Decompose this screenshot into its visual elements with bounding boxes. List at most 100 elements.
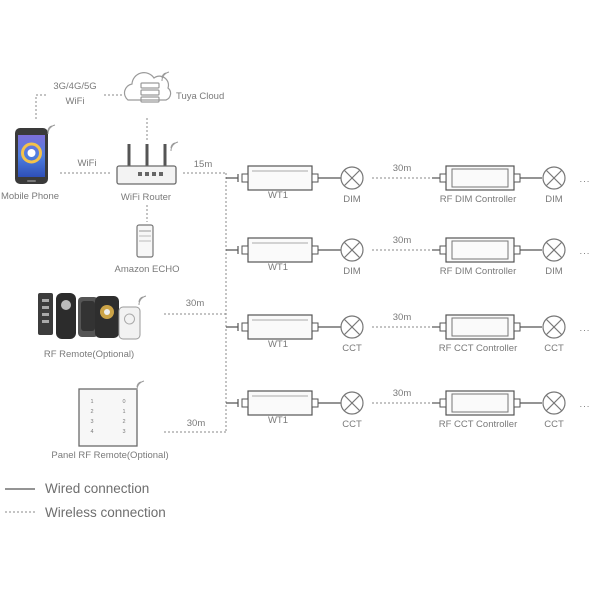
rf-controller-module-body (445, 165, 515, 191)
wt1-module (241, 314, 319, 340)
wt1-module-left-cap (241, 173, 249, 183)
phone-signal-icon (47, 124, 56, 135)
panel-remote-signal-icon (136, 380, 145, 391)
panel-key: 4 (90, 429, 93, 435)
rf-controller-module-inner (451, 393, 509, 413)
lamp-icon-cross-b (546, 242, 562, 258)
rf-controller-module (439, 237, 521, 263)
lamp-icon (340, 391, 364, 415)
amazon-echo-label: Amazon ECHO (115, 264, 180, 275)
rf-controller-module-right-cap (513, 398, 521, 408)
rf-controller-module (439, 390, 521, 416)
panel-key: 1 (122, 409, 125, 415)
rf-remote-signal-icon (138, 295, 147, 306)
rf-controller-label: RF CCT Controller (439, 343, 517, 354)
panel-key: 1 (90, 399, 93, 405)
panel-key: 2 (90, 409, 93, 415)
rf-distance-label: 30m (393, 388, 412, 399)
lamp-icon-cross-b (546, 170, 562, 186)
more-devices-ellipsis: ... (580, 399, 591, 410)
rf-controller-module-left-cap (439, 173, 447, 183)
wt1-module (241, 165, 319, 191)
rf-controller-module-body (445, 390, 515, 416)
lamp-icon (340, 238, 364, 262)
legend-wired-label: Wired connection (45, 481, 149, 496)
lamp-label: CCT (342, 343, 362, 354)
mobile-phone-icon (15, 128, 48, 184)
rf-remote-distance-label: 30m (186, 298, 205, 309)
rf-controller-module-right-cap (513, 322, 521, 332)
amazon-echo-icon (136, 224, 154, 258)
legend-wireless-label: Wireless connection (45, 505, 166, 520)
cloud-signal-icon (161, 71, 170, 82)
wt1-module-right-cap (311, 398, 319, 408)
lamp-icon-cross-b (344, 242, 360, 258)
rf-controller-label: RF DIM Controller (440, 194, 517, 205)
mobile-phone-label: Mobile Phone (1, 191, 59, 202)
rf-distance-label: 30m (393, 163, 412, 174)
rf-controller-label: RF CCT Controller (439, 419, 517, 430)
rf-controller-module-body (445, 237, 515, 263)
router-signal-icon (170, 141, 179, 152)
wt1-module-left-cap (241, 322, 249, 332)
lamp-label: CCT (544, 343, 564, 354)
rf-controller-module-left-cap (439, 322, 447, 332)
bus-feed-wire (226, 323, 239, 331)
rf-controller-module-left-cap (439, 245, 447, 255)
panel-key: 3 (90, 419, 93, 425)
rf-distance-label: 30m (393, 312, 412, 323)
wt1-module-left-cap (241, 245, 249, 255)
rf-controller-module-right-cap (513, 173, 521, 183)
wt1-module-body (247, 390, 313, 416)
lamp-icon-cross-b (344, 170, 360, 186)
wt1-module-body (247, 314, 313, 340)
cloud-icon (123, 72, 172, 103)
bus-feed-wire (226, 174, 239, 182)
lamp-icon (542, 391, 566, 415)
lamp-label: CCT (544, 419, 564, 430)
wt1-module-label: WT1 (268, 190, 288, 201)
bus-feed-wire (226, 246, 239, 254)
wt1-module-right-cap (311, 322, 319, 332)
more-devices-ellipsis: ... (580, 323, 591, 334)
lamp-icon-cross-b (546, 395, 562, 411)
more-devices-ellipsis: ... (580, 174, 591, 185)
lamp-icon (340, 166, 364, 190)
wifi-router-icon (116, 144, 177, 185)
panel-remote-label: Panel RF Remote(Optional) (51, 450, 168, 461)
lamp-icon (542, 238, 566, 262)
lamp-label: DIM (343, 194, 361, 205)
wt1-module-right-cap (311, 245, 319, 255)
wt1-module-left-cap (241, 398, 249, 408)
panel-key: 3 (122, 429, 125, 435)
phone-cloud-link (35, 94, 124, 119)
lamp-label: DIM (545, 266, 563, 277)
rf-controller-module-left-cap (439, 398, 447, 408)
rf-remote-icon (38, 293, 141, 340)
rf-controller-module-inner (451, 317, 509, 337)
panel-key: 0 (122, 399, 125, 405)
lamp-label: DIM (343, 266, 361, 277)
lamp-icon-cross-b (344, 395, 360, 411)
rf-remote-label: RF Remote(Optional) (44, 349, 134, 360)
wifi-router-label: WiFi Router (121, 192, 171, 203)
legend: Wired connection Wireless connection (5, 481, 166, 520)
rf-controller-module-inner (451, 240, 509, 260)
rf-distance-label: 30m (393, 235, 412, 246)
lamp-label: CCT (342, 419, 362, 430)
wt1-module-label: WT1 (268, 262, 288, 273)
rf-controller-module-body (445, 314, 515, 340)
rf-controller-label: RF DIM Controller (440, 266, 517, 277)
cloud-label: Tuya Cloud (176, 91, 224, 102)
router-distance-label: 15m (194, 159, 213, 170)
lamp-icon-cross-b (546, 319, 562, 335)
lamp-icon (340, 315, 364, 339)
network-wifi-label: WiFi (66, 96, 85, 107)
wt1-module-right-cap (311, 173, 319, 183)
rf-controller-module-inner (451, 168, 509, 188)
